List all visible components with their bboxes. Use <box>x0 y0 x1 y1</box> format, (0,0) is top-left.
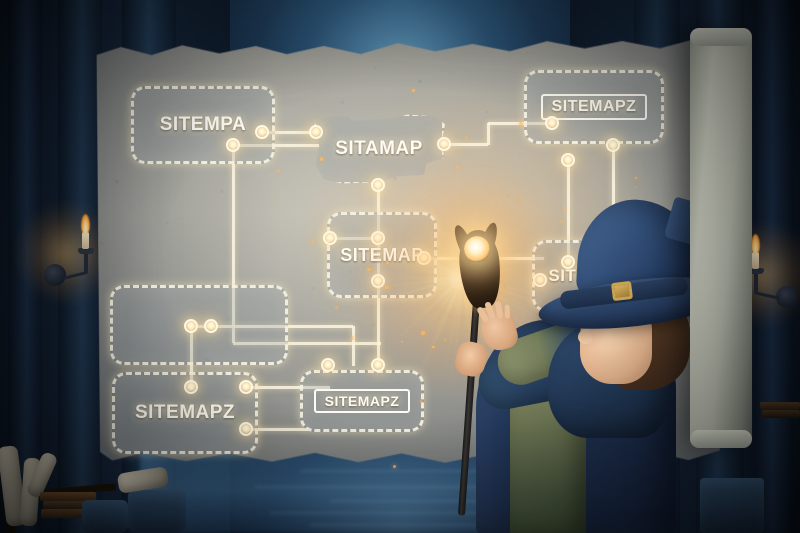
diagram-node-sitemapz-2[interactable]: SITEMAPZ <box>524 70 664 144</box>
spark <box>274 201 276 203</box>
connector-dot[interactable] <box>255 125 269 139</box>
node-label: SITEMAPZ <box>314 389 411 413</box>
connector-dot[interactable] <box>545 116 559 130</box>
connector-dot[interactable] <box>184 380 198 394</box>
node-label: SITEMAPZ <box>541 94 648 120</box>
node-label: SITAMAP <box>335 138 423 160</box>
finger-4 <box>505 304 510 318</box>
barrel-left-2 <box>128 490 186 533</box>
connector-dot[interactable] <box>371 358 385 372</box>
connector-dot[interactable] <box>309 125 323 139</box>
spark <box>412 89 415 92</box>
wizard-figure <box>452 192 712 533</box>
spark <box>393 238 394 239</box>
barrel-right <box>700 478 764 533</box>
spark <box>386 261 389 264</box>
diagram-node-sitempa-0[interactable]: SITEMPA <box>131 86 275 164</box>
node-label: SITEMAP <box>340 245 424 266</box>
connector-dot[interactable] <box>371 274 385 288</box>
spark <box>465 136 467 138</box>
finger-3 <box>495 301 504 319</box>
scroll-cap-top <box>690 28 752 46</box>
book-r1 <box>760 402 800 410</box>
diagram-node-unlabeled-5[interactable] <box>110 285 288 365</box>
connector-dot[interactable] <box>184 319 198 333</box>
connector-dot[interactable] <box>561 153 575 167</box>
connector-dot[interactable] <box>606 138 620 152</box>
spark <box>385 286 388 289</box>
scroll-cap-bottom <box>690 430 752 448</box>
spark <box>357 341 358 342</box>
diagram-edge <box>487 123 490 145</box>
large-rolled-scroll <box>690 28 752 448</box>
spark <box>432 346 434 348</box>
spark <box>367 268 371 272</box>
connector-dot[interactable] <box>321 358 335 372</box>
book-r2 <box>762 410 800 418</box>
diagram-edge <box>352 326 355 366</box>
connector-dot[interactable] <box>239 380 253 394</box>
spark <box>320 157 323 160</box>
diagram-node-sitemapz-7[interactable]: SITEMAPZ <box>300 370 424 432</box>
connector-dot[interactable] <box>437 137 451 151</box>
connector-dot[interactable] <box>371 178 385 192</box>
connector-dot[interactable] <box>204 319 218 333</box>
connector-dot[interactable] <box>226 138 240 152</box>
connector-dot[interactable] <box>417 251 431 265</box>
wizard-hat-buckle-icon <box>611 281 633 301</box>
node-label: SITEMPA <box>160 114 247 136</box>
diagram-node-sitamap-1[interactable]: SITAMAP <box>313 113 445 185</box>
connector-dot[interactable] <box>239 422 253 436</box>
connector-dot[interactable] <box>323 231 337 245</box>
spark <box>276 169 279 172</box>
spark <box>421 331 424 334</box>
barrel-left <box>82 500 128 533</box>
node-label: SITEMAPZ <box>135 402 235 424</box>
spark <box>635 177 637 179</box>
connector-dot[interactable] <box>371 231 385 245</box>
spark <box>330 320 331 321</box>
spark <box>311 239 314 242</box>
